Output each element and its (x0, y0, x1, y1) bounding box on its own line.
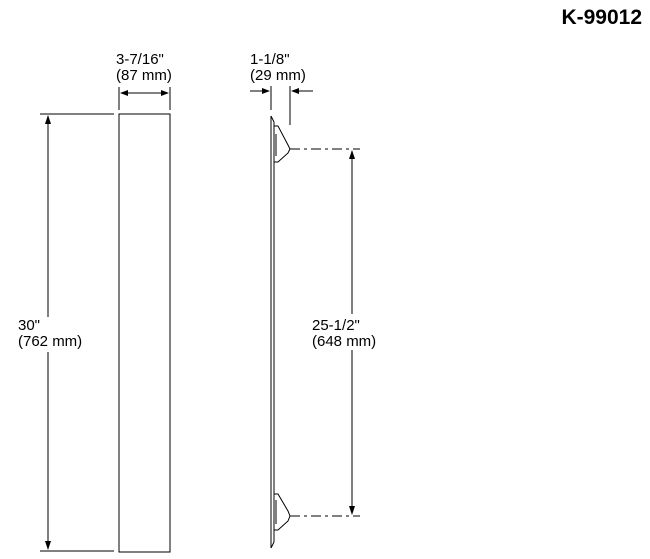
height-dimension (40, 113, 114, 552)
depth-metric-label: (29 mm) (250, 67, 306, 84)
depth-dimension (250, 86, 313, 125)
mount-spacing-imperial-label: 25-1/2" (312, 317, 360, 334)
mount-spacing-metric-label: (648 mm) (312, 333, 377, 350)
height-imperial-label: 30" (18, 317, 41, 334)
width-imperial-label: 3-7/16" (116, 51, 164, 68)
front-view-panel (118, 113, 171, 553)
width-metric-label: (87 mm) (116, 67, 172, 84)
width-dimension (118, 87, 171, 110)
depth-imperial-label: 1-1/8" (250, 51, 290, 68)
side-view-profile (270, 115, 291, 549)
mount-spacing-dimension (290, 148, 360, 517)
height-metric-label: (762 mm) (18, 333, 83, 350)
model-number: K-99012 (561, 6, 642, 29)
